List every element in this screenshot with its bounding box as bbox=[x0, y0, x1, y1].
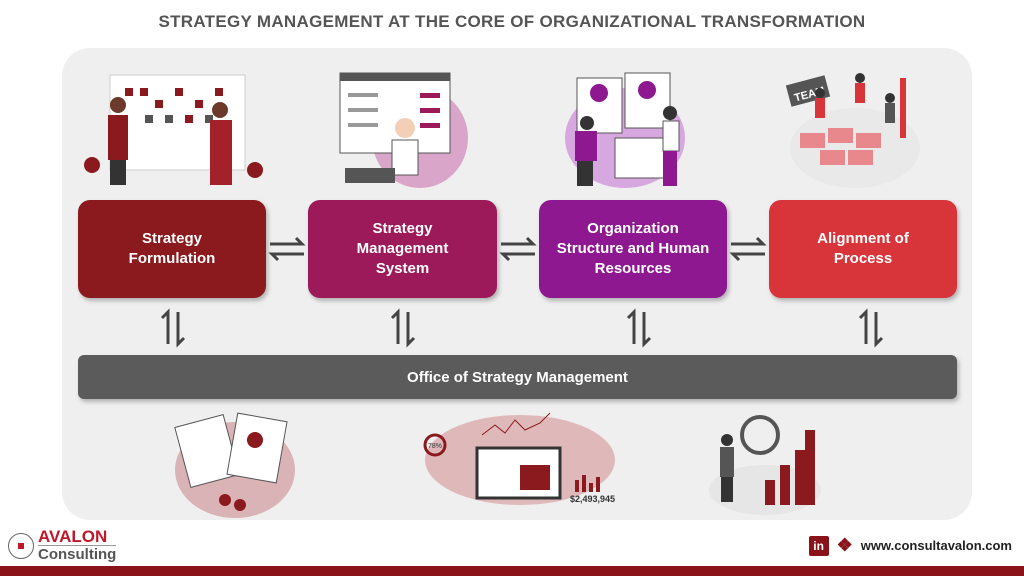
dashboard-illustration: 78% $2,493,945 bbox=[423, 412, 615, 505]
bidirectional-arrow-icon bbox=[499, 236, 537, 262]
twitter-icon[interactable]: ❖ bbox=[836, 535, 853, 555]
analytics-illustration bbox=[709, 415, 821, 515]
strategy-formulation-illustration bbox=[84, 74, 263, 185]
box-label: Organization Structure and Human Resourc… bbox=[556, 220, 710, 277]
bidirectional-vertical-arrow-icon bbox=[390, 308, 416, 348]
bidirectional-arrow-icon bbox=[729, 236, 767, 262]
office-of-strategy-management: Office of Strategy Management bbox=[78, 355, 957, 399]
organization-illustration bbox=[565, 72, 685, 188]
social-links: in ❖ www.consultavalon.com bbox=[808, 535, 1012, 556]
amount-text: $2,493,945 bbox=[570, 494, 615, 504]
box-strategy-management-system: Strategy Management System bbox=[308, 200, 497, 298]
website-link[interactable]: www.consultavalon.com bbox=[860, 538, 1012, 553]
documents-illustration bbox=[174, 412, 295, 518]
bidirectional-vertical-arrow-icon bbox=[626, 308, 652, 348]
gauge-text: 78% bbox=[428, 443, 442, 450]
bidirectional-vertical-arrow-icon bbox=[160, 308, 186, 348]
box-label: Strategy Management System bbox=[356, 220, 449, 277]
box-alignment-of-process: Alignment of Process bbox=[769, 200, 957, 298]
bidirectional-vertical-arrow-icon bbox=[858, 308, 884, 348]
logo-mark-icon bbox=[8, 533, 34, 559]
page-title: STRATEGY MANAGEMENT AT THE CORE OF ORGAN… bbox=[158, 12, 866, 31]
box-organization-structure: Organization Structure and Human Resourc… bbox=[539, 200, 727, 298]
box-strategy-formulation: Strategy Formulation bbox=[78, 200, 266, 298]
logo-text-consulting: Consulting bbox=[38, 546, 117, 563]
alignment-illustration: TEAM bbox=[785, 73, 920, 188]
box-label: Strategy Formulation bbox=[128, 230, 216, 267]
logo-text-avalon: AVALON bbox=[38, 528, 117, 546]
bidirectional-arrow-icon bbox=[268, 236, 306, 262]
footer-bar bbox=[0, 566, 1024, 576]
box-label: Alignment of Process bbox=[817, 230, 909, 267]
linkedin-icon[interactable]: in bbox=[808, 535, 829, 556]
strategy-system-illustration bbox=[339, 72, 468, 188]
